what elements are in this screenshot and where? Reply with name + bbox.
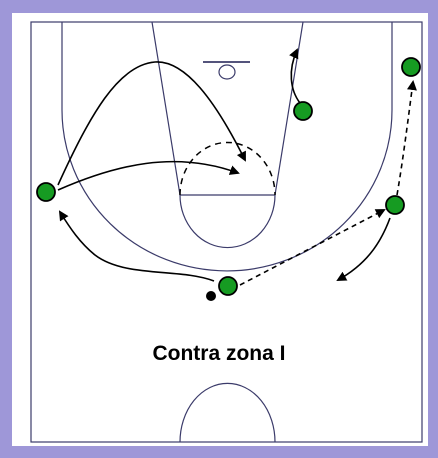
- cut-arrow-middle: [57, 160, 240, 191]
- court-lines: [30, 21, 423, 443]
- ball: [206, 291, 216, 301]
- center-circle: [179, 382, 276, 443]
- free-throw-circle-bottom: [179, 194, 276, 249]
- pass-arrows: [239, 80, 417, 286]
- player-right-wing: [385, 195, 405, 215]
- lane: [151, 21, 304, 196]
- three-point-arc: [61, 22, 393, 272]
- post-arrow-up: [289, 48, 301, 104]
- movement-arrows: [57, 48, 391, 282]
- player-high-post: [293, 101, 313, 121]
- pass-return-arrow: [58, 210, 215, 282]
- player-point-guard: [218, 276, 238, 296]
- hoop: [218, 64, 236, 80]
- court-boundary: [30, 21, 423, 443]
- cut-arrow-top: [57, 61, 246, 186]
- player-right-corner: [401, 57, 421, 77]
- free-throw-circle-top-dashed: [179, 141, 276, 196]
- pass-arrow-to-wing: [239, 209, 386, 286]
- court-surface: [12, 13, 428, 446]
- player-left-wing: [36, 182, 56, 202]
- pass-arrow-to-corner: [396, 80, 417, 196]
- players: [36, 57, 421, 296]
- wing-arrow-down: [336, 217, 391, 281]
- diagram-caption: Contra zona I: [152, 342, 286, 365]
